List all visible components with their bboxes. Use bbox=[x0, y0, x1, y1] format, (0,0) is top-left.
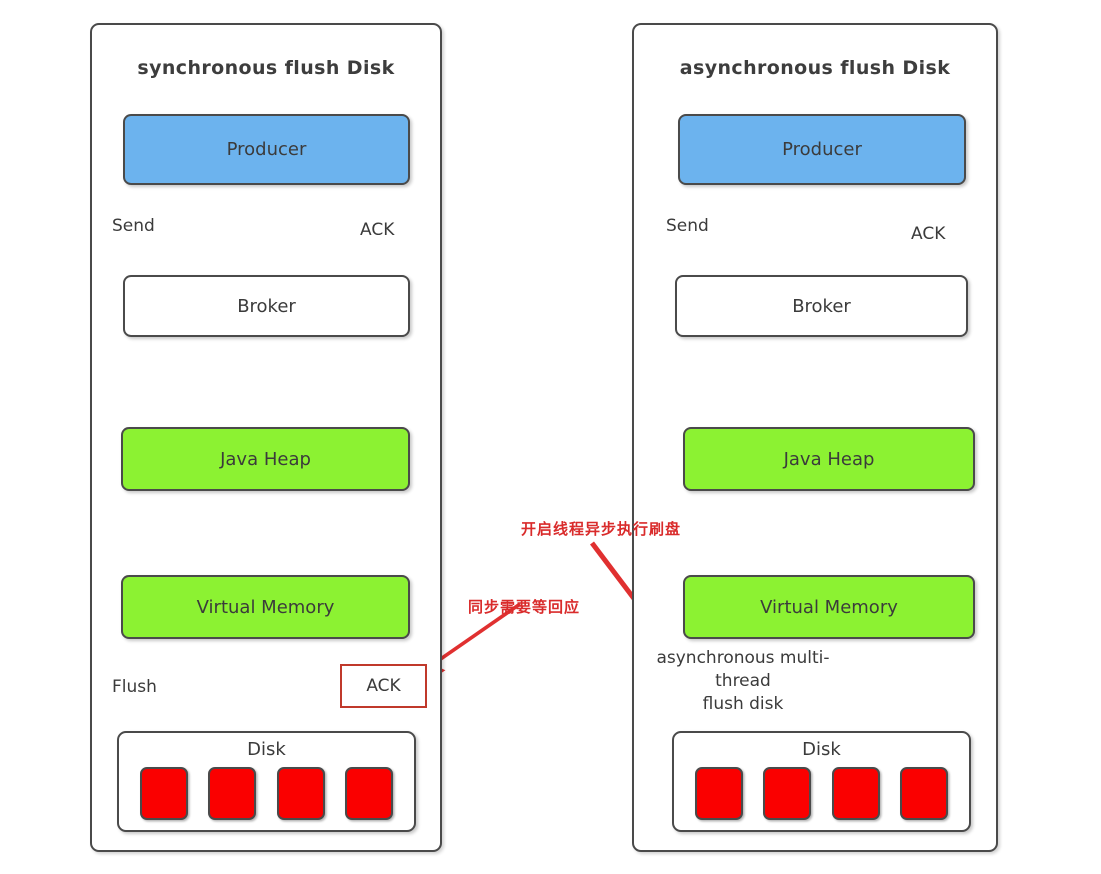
async-node-disk[interactable]: Disk bbox=[672, 731, 971, 832]
async-disk-block-row bbox=[674, 767, 969, 820]
disk-block bbox=[345, 767, 394, 820]
sync-node-virtual-memory[interactable]: Virtual Memory bbox=[121, 575, 410, 639]
sync-node-broker[interactable]: Broker bbox=[123, 275, 410, 337]
sync-node-producer[interactable]: Producer bbox=[123, 114, 410, 185]
async-flush-caption: asynchronous multi- thread flush disk bbox=[648, 647, 838, 716]
sync-label-flush: Flush bbox=[112, 677, 157, 697]
async-caption-line-1: asynchronous multi- bbox=[656, 648, 830, 668]
disk-block bbox=[276, 767, 325, 820]
sync-node-java-heap[interactable]: Java Heap bbox=[121, 427, 410, 491]
disk-block bbox=[831, 767, 880, 820]
async-node-broker[interactable]: Broker bbox=[675, 275, 968, 337]
disk-block bbox=[694, 767, 743, 820]
panel-asynchronous-title: asynchronous flush Disk bbox=[679, 57, 951, 79]
sync-label-ack: ACK bbox=[360, 220, 395, 240]
disk-block bbox=[763, 767, 812, 820]
async-node-java-heap[interactable]: Java Heap bbox=[683, 427, 975, 491]
async-label-send: Send bbox=[666, 216, 709, 236]
async-disk-label: Disk bbox=[802, 739, 841, 760]
async-node-virtual-memory[interactable]: Virtual Memory bbox=[683, 575, 975, 639]
sync-label-send: Send bbox=[112, 216, 155, 236]
disk-block bbox=[900, 767, 949, 820]
async-caption-line-3: flush disk bbox=[702, 694, 784, 714]
annotation-sync-note: 同步需要等回应 bbox=[468, 598, 581, 616]
sync-disk-label: Disk bbox=[247, 739, 286, 760]
sync-disk-block-row bbox=[119, 767, 414, 820]
sync-node-disk[interactable]: Disk bbox=[117, 731, 416, 832]
disk-block bbox=[208, 767, 257, 820]
disk-block bbox=[139, 767, 188, 820]
async-label-ack: ACK bbox=[911, 224, 946, 244]
async-caption-line-2: thread bbox=[715, 671, 771, 691]
annotation-async-note: 开启线程异步执行刷盘 bbox=[521, 520, 682, 538]
async-node-producer[interactable]: Producer bbox=[678, 114, 966, 185]
panel-synchronous-title: synchronous flush Disk bbox=[137, 57, 395, 79]
sync-ack-box[interactable]: ACK bbox=[340, 664, 427, 708]
